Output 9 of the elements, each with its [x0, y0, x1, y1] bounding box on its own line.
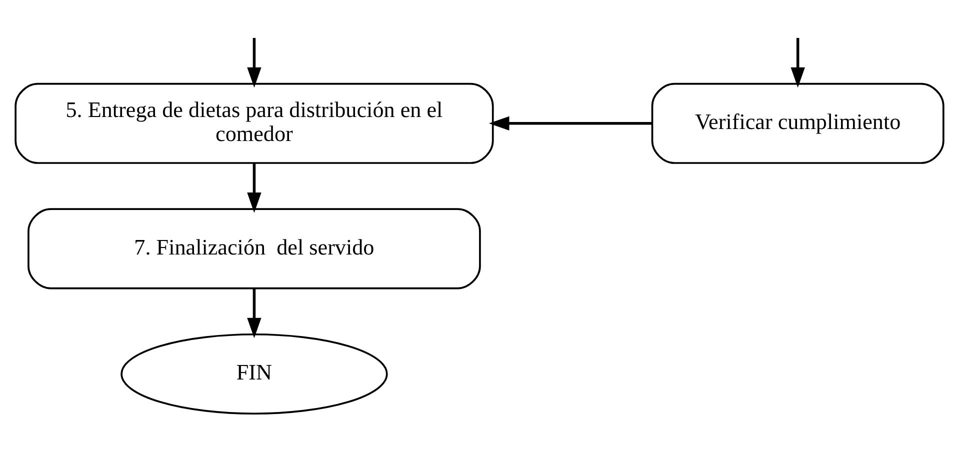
node-ellipse: FIN — [120, 333, 388, 415]
arrow — [247, 163, 262, 213]
arrow — [790, 38, 805, 88]
arrow — [247, 38, 262, 88]
node-box: Verificar cumplimiento — [651, 82, 944, 164]
arrow — [488, 116, 652, 130]
arrow — [247, 288, 262, 338]
node-box: 7. Finalización del servido — [28, 208, 481, 290]
node-box: 5. Entrega de dietas para distribución en el comedor — [14, 82, 494, 164]
